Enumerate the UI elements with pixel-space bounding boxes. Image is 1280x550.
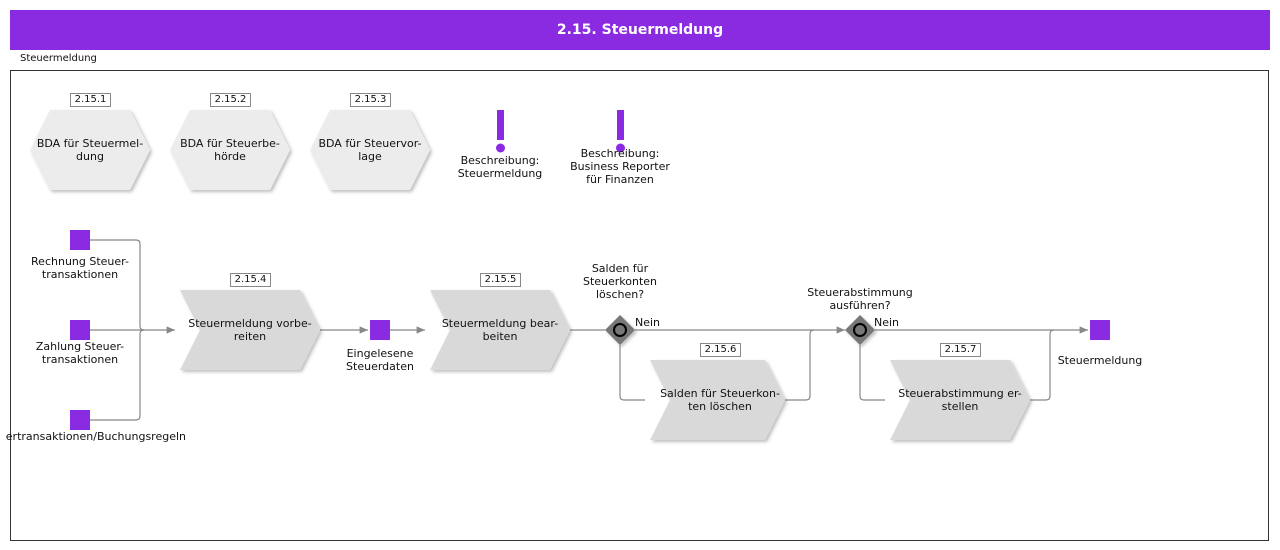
process-label: Steuermeldung vorbe- reiten (188, 317, 312, 343)
description-label: Beschreibung: Business Reporter für Fina… (570, 147, 670, 186)
id-badge: 2.15.3 (350, 93, 391, 107)
id-badge: 2.15.6 (700, 343, 741, 357)
event-label: Zahlung Steuer- transaktionen (35, 340, 125, 366)
process-step-2-15-7[interactable] (890, 360, 1030, 440)
bda-label: BDA für Steuerbe- hörde (180, 137, 280, 163)
input-event-buchungsregeln[interactable] (70, 410, 90, 430)
gateway-branch-label: Nein (635, 316, 661, 329)
id-badge: 2.15.1 (70, 93, 111, 107)
event-label: Steuermeldung (1057, 354, 1143, 367)
process-label: Steuerabstimmung er- stellen (898, 387, 1022, 413)
process-label: Salden für Steuerkon- ten löschen (660, 387, 780, 413)
output-event-steuermeldung[interactable] (1090, 320, 1110, 340)
id-badge: 2.15.7 (940, 343, 981, 357)
bda-label: BDA für Steuermel- dung (36, 137, 144, 163)
input-event-rechnung[interactable] (70, 230, 90, 250)
bda-hexagon-2-15-1[interactable] (30, 110, 150, 190)
process-step-2-15-4[interactable] (180, 290, 320, 370)
event-label: ertransaktionen/Buchungsregeln (5, 430, 186, 443)
exclamation-icon[interactable] (616, 110, 625, 153)
page-title: 2.15. Steuermeldung (10, 10, 1270, 50)
description-label: Beschreibung: Steuermeldung (457, 154, 543, 180)
gateway-branch-label: Nein (874, 316, 900, 329)
gateway-steuerabstimmung[interactable] (845, 315, 875, 345)
gateway-question: Salden für Steuerkonten löschen? (582, 262, 658, 301)
id-badge: 2.15.5 (480, 273, 521, 287)
frame-label: Steuermeldung (20, 53, 97, 64)
event-label: Rechnung Steuer- transaktionen (31, 255, 129, 281)
connectors (90, 239, 1088, 421)
process-label: Steuermeldung bear- beiten (441, 317, 559, 343)
diagram-frame (10, 70, 1269, 541)
bda-hexagon-2-15-2[interactable] (170, 110, 290, 190)
process-step-2-15-5[interactable] (430, 290, 570, 370)
bda-label: BDA für Steuervor- lage (318, 137, 422, 163)
input-event-zahlung[interactable] (70, 320, 90, 340)
bda-hexagon-2-15-3[interactable] (310, 110, 430, 190)
id-badge: 2.15.4 (230, 273, 271, 287)
process-step-2-15-6[interactable] (650, 360, 785, 440)
gateway-question: Steuerabstimmung ausführen? (807, 286, 913, 312)
gateway-salden-loeschen[interactable] (605, 315, 635, 345)
exclamation-icon[interactable] (496, 110, 505, 153)
data-event-eingelesene-steuerdaten[interactable] (370, 320, 390, 340)
id-badge: 2.15.2 (210, 93, 251, 107)
event-label: Eingelesene Steuerdaten (346, 347, 414, 373)
